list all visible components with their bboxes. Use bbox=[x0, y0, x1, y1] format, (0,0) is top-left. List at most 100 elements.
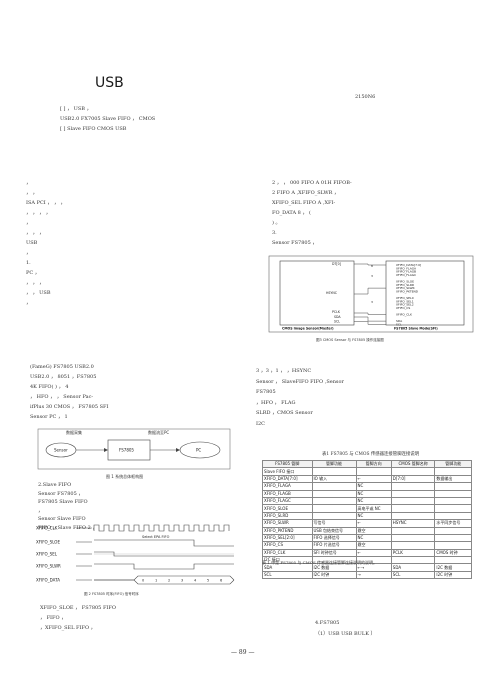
table-cell bbox=[390, 467, 436, 476]
table-row: Slave FIFO 接口 bbox=[262, 467, 472, 476]
table-cell: SDA bbox=[390, 563, 436, 572]
fs7805-pin-label: XFIFO_SLWR bbox=[396, 286, 415, 290]
cmos-pin-scl: SCL bbox=[334, 320, 340, 324]
text-line: XFIFO_SLOE ， FS7805 FIFO bbox=[40, 605, 116, 611]
text-line: 3 ，3 ，1 ， ，HSYNC bbox=[256, 368, 312, 374]
fs7805-pin-label: XFIFO_PKTEND bbox=[396, 289, 419, 293]
table-cell: SFI 时钟信号 bbox=[311, 548, 357, 558]
text-line: ， ， bbox=[26, 190, 38, 196]
cmos-pin-dt: DT[0] bbox=[332, 262, 341, 266]
cmos-sensor-block bbox=[279, 260, 355, 326]
table-cell bbox=[390, 541, 436, 550]
table-cell: NC bbox=[355, 489, 392, 498]
fs7805-pin-label: XFIFO_CLK bbox=[396, 313, 413, 317]
text-line: USB bbox=[26, 240, 38, 246]
data-byte-mark: 0 bbox=[142, 579, 144, 583]
table-cell: XFIFO_SLWR bbox=[262, 519, 313, 528]
figure-3: DT[0] HSYNC PCLK SDA SCL XFIFO_DATA[7:0]… bbox=[268, 255, 474, 345]
arrowhead-1 bbox=[104, 448, 108, 452]
figure-3-frame bbox=[268, 255, 474, 333]
text-line: ， bbox=[26, 300, 32, 306]
table-header-cell: CMOS 管脚名称 bbox=[390, 459, 436, 469]
text-line: FS7805 bbox=[256, 389, 276, 395]
text-line: 2.Slave FIFO bbox=[38, 482, 72, 488]
table-cell: HSYNC bbox=[390, 519, 436, 528]
text-line: Sensor ， SlaveFIFO FIFO ,Sensor bbox=[256, 378, 344, 385]
table-header-cell: 管脚功能 bbox=[434, 459, 472, 469]
table-cell: SCL bbox=[390, 570, 436, 580]
table-1-note: 表 1 中是 FS7805 与 CMOS 传感器连接管脚连接说明的说明。 bbox=[262, 560, 378, 565]
fs7805-pin-label: SDA bbox=[396, 319, 403, 323]
table-cell: I2C 时钟 bbox=[434, 570, 472, 580]
cmos-pin-sda: SDA bbox=[334, 315, 341, 319]
text-line: ) 。 bbox=[272, 220, 281, 226]
text-line: FIFO ，Slave FIFO 2 ， bbox=[38, 524, 98, 531]
table-cell bbox=[434, 526, 472, 535]
table-row: XFIFO_DATA[7:0]IO 输入←D[7:0]数据输出 bbox=[262, 474, 472, 484]
connection-lines: 833 bbox=[354, 263, 386, 325]
fs7805-pin-label: XFIFO_CS bbox=[396, 306, 410, 310]
fs7805-pin-label: XFIFO_FLAGB bbox=[396, 270, 416, 274]
table-cell: XFIFO_SEL[2:0] bbox=[262, 533, 313, 543]
page-number: — 89 — bbox=[231, 649, 255, 656]
text-line: ， ， USB bbox=[26, 290, 51, 296]
fs7805-slave-block bbox=[385, 260, 465, 326]
text-line: 4.FS7805 bbox=[315, 620, 340, 626]
fs7805-pin-label: XFIFO_FLAGA bbox=[396, 266, 417, 270]
cmos-pin-pclk: PCLK bbox=[332, 310, 341, 314]
figure-1-frame bbox=[37, 428, 231, 470]
table-cell: 数据输出 bbox=[434, 474, 472, 484]
table-cell bbox=[390, 504, 436, 513]
figure-1-label-right: 数据流至PC bbox=[148, 429, 169, 435]
text-line: 2 FIFO A ,XFIFO_SLWR ， bbox=[272, 190, 340, 196]
select-epa-annotation: Select EPA FIFO bbox=[142, 535, 170, 539]
fs7805-pin-label: XFIFO_SEL1 bbox=[396, 299, 414, 303]
cmos-pin-hsync: HSYNC bbox=[326, 291, 338, 295]
connection-line bbox=[354, 287, 386, 295]
table-cell: XFIFO_SLRD bbox=[262, 511, 313, 521]
text-line: ifPlus 30 CMOS ， FS7805 SFI bbox=[30, 404, 109, 410]
table-cell: XFIFO_DATA[7:0] bbox=[262, 474, 313, 484]
table-header-cell: 管脚方向 bbox=[355, 459, 392, 469]
table-cell bbox=[434, 467, 472, 476]
fs7805-pin-label: XFIFO_SEL2 bbox=[396, 303, 414, 307]
data-byte-mark: 3 bbox=[181, 579, 183, 583]
text-line: [ ] ， USB ， bbox=[60, 106, 92, 112]
text-line: Sensor FS7805 ， bbox=[272, 240, 318, 246]
figure-1-diagram: 数据采集 数据流至PC Sensor FS7805 PC 图 1 系统总体框构图 bbox=[37, 428, 231, 479]
text-line: ， bbox=[26, 220, 32, 226]
data-byte-mark: 4 bbox=[194, 579, 197, 583]
signal-label: XFIFO_SEL bbox=[36, 552, 58, 557]
text-line: 2 ， ， 000 FIFO A 01H FIFOB- bbox=[272, 180, 352, 186]
table-cell bbox=[311, 504, 357, 513]
table-cell bbox=[434, 511, 472, 521]
fs7805-block-title: FS7805 Slave Mode(SFI) bbox=[394, 327, 438, 331]
text-line: 4K FIFO( ) ， 4 bbox=[30, 384, 69, 390]
table-cell: 水平同步信号 bbox=[434, 519, 472, 528]
table-cell bbox=[434, 556, 472, 565]
text-line: ， HFO ， ， Sensor Pac- bbox=[30, 394, 94, 400]
table-cell bbox=[355, 467, 392, 476]
cmos-block-title: CMOS Image Sensor(Master) bbox=[282, 327, 334, 331]
table-cell bbox=[311, 467, 357, 476]
connection-line bbox=[354, 321, 386, 325]
text-line: 3. bbox=[272, 230, 277, 236]
table-cell: ← bbox=[355, 474, 392, 484]
fs7805-pin-label: XFIFO_DATA[7:0] bbox=[396, 263, 421, 267]
text-line: ， FIFO ， bbox=[40, 615, 67, 621]
table-1-caption: 表1 FS7805 与 CMOS 传感器连接管脚连接说明 bbox=[322, 452, 420, 457]
table-cell bbox=[390, 556, 436, 565]
page-code: 2150N6 bbox=[355, 94, 376, 100]
text-line: PC ， bbox=[26, 270, 40, 276]
table-cell: USB 包结束信号 bbox=[311, 526, 357, 535]
table-cell bbox=[434, 489, 472, 498]
bus-width-mark: 3 bbox=[371, 300, 373, 304]
